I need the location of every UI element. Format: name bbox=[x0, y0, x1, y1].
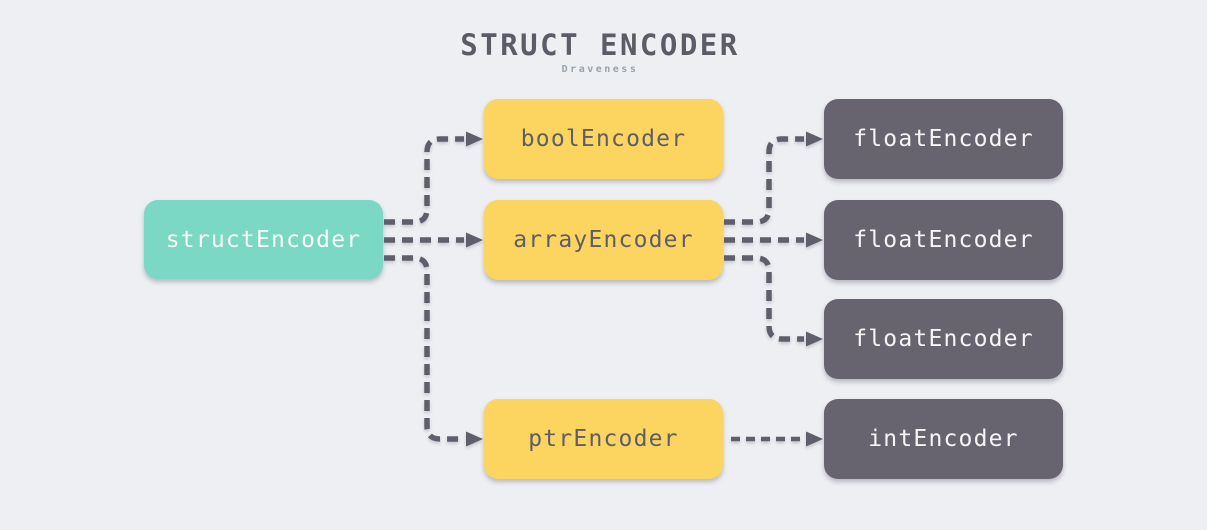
edge-arrayEncoder-floatEncoder-3 bbox=[724, 255, 823, 347]
node-label: ptrEncoder bbox=[528, 426, 679, 452]
node-structencoder: structEncoder bbox=[144, 200, 383, 279]
arrowhead-icon bbox=[806, 232, 823, 248]
arrowhead-icon bbox=[806, 131, 823, 147]
node-intencoder: intEncoder bbox=[824, 399, 1063, 479]
diagram-subtitle: Draveness bbox=[561, 64, 639, 75]
node-label: floatEncoder bbox=[853, 227, 1034, 253]
arrowhead-icon bbox=[466, 232, 483, 248]
node-boolencoder: boolEncoder bbox=[484, 99, 723, 179]
edge-arrayEncoder-floatEncoder-1 bbox=[724, 131, 823, 225]
arrowhead-icon bbox=[466, 131, 483, 147]
arrowhead-icon bbox=[806, 431, 823, 447]
edge-arrayEncoder-floatEncoder-2 bbox=[724, 232, 823, 248]
node-floatencoder-1: floatEncoder bbox=[824, 99, 1063, 179]
node-ptrencoder: ptrEncoder bbox=[484, 399, 723, 479]
edge-structEncoder-ptrEncoder bbox=[384, 255, 483, 447]
node-floatencoder-2: floatEncoder bbox=[824, 200, 1063, 280]
node-label: intEncoder bbox=[868, 426, 1019, 452]
node-label: boolEncoder bbox=[520, 126, 687, 152]
node-label: floatEncoder bbox=[853, 326, 1034, 352]
edge-ptrEncoder-intEncoder bbox=[731, 431, 823, 447]
node-arrayencoder: arrayEncoder bbox=[484, 200, 723, 280]
diagram-title: STRUCT ENCODER bbox=[460, 28, 740, 62]
edge-structEncoder-arrayEncoder bbox=[384, 232, 483, 248]
edge-structEncoder-boolEncoder bbox=[384, 131, 483, 225]
arrowhead-icon bbox=[806, 331, 823, 347]
node-label: floatEncoder bbox=[853, 126, 1034, 152]
node-floatencoder-3: floatEncoder bbox=[824, 299, 1063, 379]
arrowhead-icon bbox=[466, 431, 483, 447]
node-label: structEncoder bbox=[165, 226, 362, 253]
node-label: arrayEncoder bbox=[513, 227, 694, 253]
